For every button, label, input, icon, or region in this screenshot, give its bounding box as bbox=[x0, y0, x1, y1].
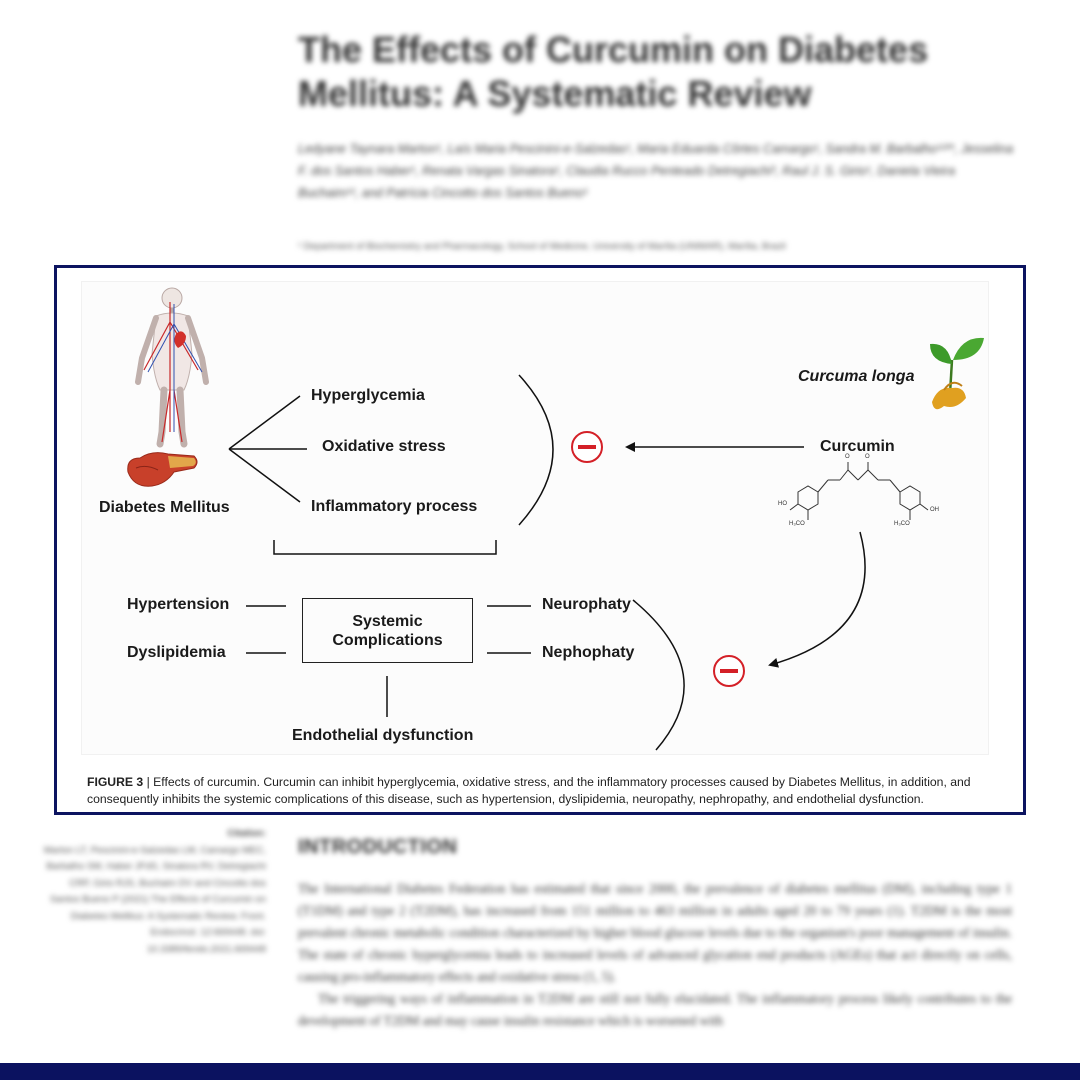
bottom-bar bbox=[0, 1063, 1080, 1080]
curcumin-label: Curcumin bbox=[820, 438, 895, 455]
systemic-complications-line: Systemic bbox=[352, 612, 423, 630]
citation-label: Citation: bbox=[227, 828, 266, 839]
citation-text: Marton LT, Pescinini-e-Salzedas LM, Cama… bbox=[43, 844, 266, 955]
introduction-body: The International Diabetes Federation ha… bbox=[298, 878, 1012, 1032]
molecule-o-label: O bbox=[865, 454, 870, 460]
nephropathy-label: Nephophaty bbox=[542, 644, 635, 661]
oxidative-stress-label: Oxidative stress bbox=[322, 438, 446, 455]
introduction-heading: INTRODUCTION bbox=[298, 836, 458, 858]
endothelial-dysfunction-label: Endothelial dysfunction bbox=[292, 727, 474, 744]
molecule-oh-label: OH bbox=[930, 507, 939, 513]
hyperglycemia-label: Hyperglycemia bbox=[311, 387, 425, 404]
pancreas-icon bbox=[127, 452, 198, 487]
author-list: Ledyane Taynara Marton¹, Laís Maria Pesc… bbox=[298, 142, 1014, 200]
figure-diagram: Diabetes Mellitus Hyperglycemia Oxidativ… bbox=[81, 281, 989, 755]
diagram-lines bbox=[127, 287, 984, 751]
neuropathy-label: Neurophaty bbox=[542, 596, 631, 613]
paper-title: The Effects of Curcumin on Diabetes Mell… bbox=[298, 29, 929, 114]
curcuma-plant-icon bbox=[930, 337, 984, 410]
inhibition-symbol-icon bbox=[571, 431, 603, 463]
systemic-complications-line: Complications bbox=[332, 631, 443, 649]
figure-caption-text: | Effects of curcumin. Curcumin can inhi… bbox=[87, 775, 971, 806]
human-circulatory-system-icon bbox=[135, 287, 209, 448]
diabetes-mellitus-label: Diabetes Mellitus bbox=[99, 499, 230, 516]
hypertension-label: Hypertension bbox=[127, 596, 230, 613]
molecule-o-label: O bbox=[845, 454, 850, 460]
inflammatory-process-label: Inflammatory process bbox=[311, 498, 478, 515]
molecule-ho-label: HO bbox=[778, 501, 787, 507]
systemic-complications-box: Systemic Complications bbox=[302, 598, 473, 663]
inhibition-symbol-icon bbox=[713, 655, 745, 687]
curcumin-molecule-icon bbox=[789, 462, 929, 520]
figure-caption: FIGURE 3 | Effects of curcumin. Curcumin… bbox=[87, 774, 1002, 808]
molecule-h3co-label: H₃CO bbox=[789, 521, 805, 527]
molecule-h3co-label: H₃CO bbox=[894, 521, 910, 527]
figure-3-frame: Diabetes Mellitus Hyperglycemia Oxidativ… bbox=[54, 265, 1026, 815]
citation-block: Citation: Marton LT, Pescinini-e-Salzeda… bbox=[40, 826, 266, 958]
curcuma-longa-label: Curcuma longa bbox=[798, 368, 915, 385]
figure-caption-label: FIGURE 3 bbox=[87, 775, 144, 789]
introduction-paragraph: The triggering ways of inflammation in T… bbox=[298, 991, 1012, 1028]
affiliation: ¹ Department of Biochemistry and Pharmac… bbox=[298, 241, 786, 252]
dyslipidemia-label: Dyslipidemia bbox=[127, 644, 226, 661]
introduction-paragraph: The International Diabetes Federation ha… bbox=[298, 881, 1012, 984]
